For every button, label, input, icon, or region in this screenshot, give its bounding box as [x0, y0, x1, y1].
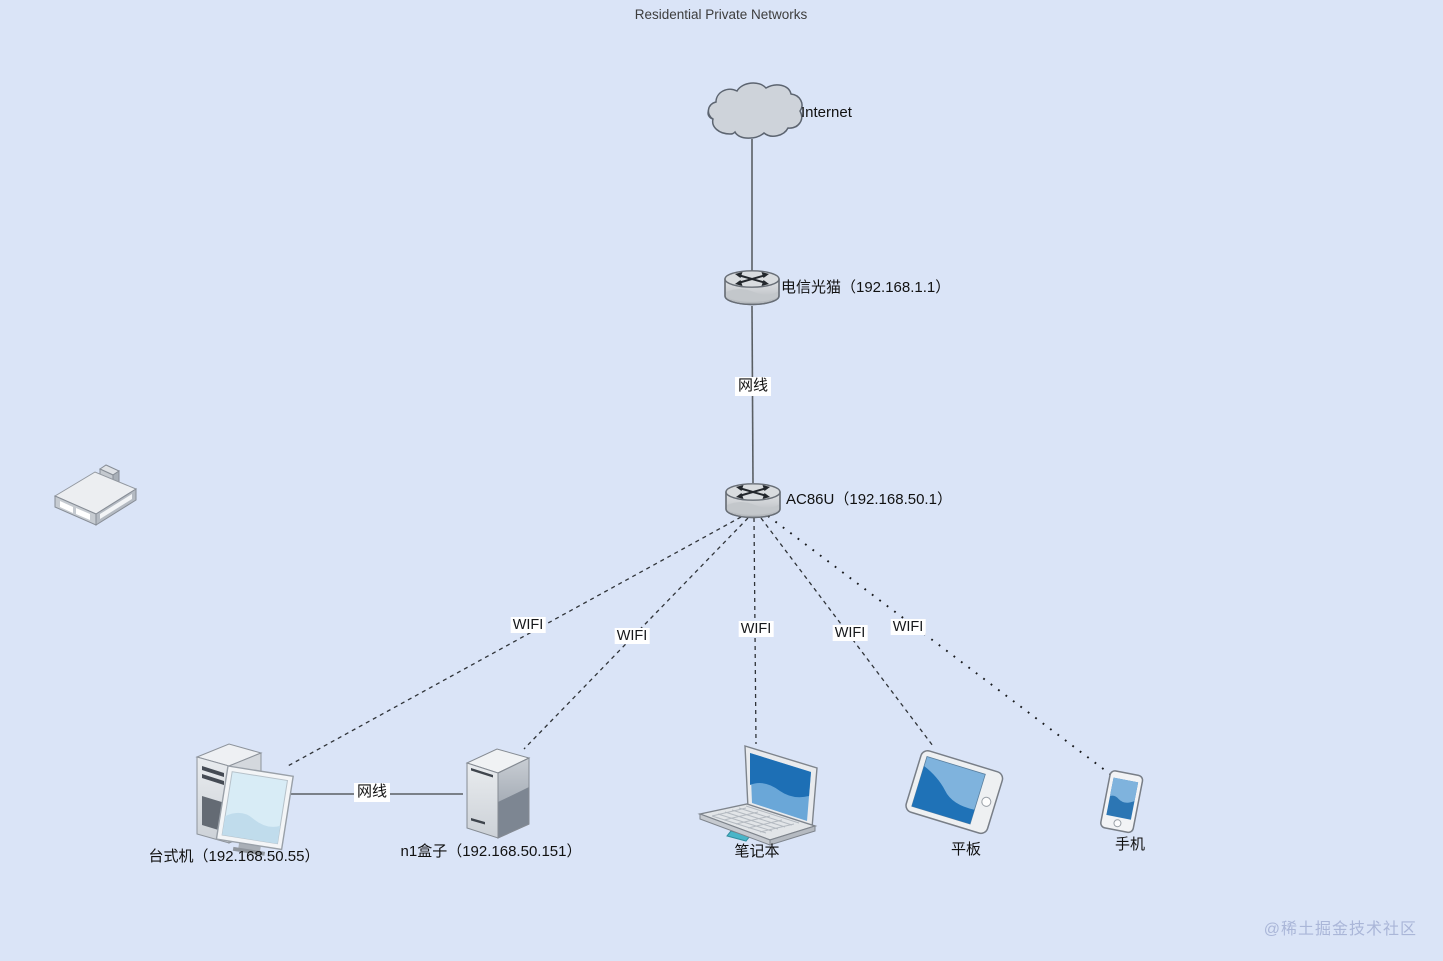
ac86u-router-icon: [725, 482, 781, 519]
edge-wifi-desktop: [285, 516, 742, 768]
wan-cable-label: 网线: [734, 377, 772, 396]
wifi-label-desktop: WIFI: [510, 617, 546, 633]
diagram-title: Residential Private Networks: [634, 7, 808, 22]
modem-router-icon: [724, 269, 780, 306]
phone-icon: [1100, 770, 1144, 834]
wifi-label-laptop: WIFI: [738, 621, 774, 637]
tablet-icon: [905, 749, 1004, 835]
phone-label: 手机: [1114, 836, 1146, 853]
edges: [285, 139, 1111, 795]
desktop-icon: [195, 743, 294, 856]
watermark: @稀土掘金技术社区: [1263, 921, 1417, 938]
desktop-label: 台式机（192.168.50.55）: [148, 848, 320, 865]
modem-label: 电信光猫（192.168.1.1）: [781, 279, 951, 296]
tablet-label: 平板: [950, 841, 982, 858]
n1box-label: n1盒子（192.168.50.151）: [400, 843, 582, 860]
internet-cloud-icon: [707, 82, 803, 139]
laptop-icon: [697, 745, 818, 846]
house-icon: [53, 464, 138, 526]
wifi-label-n1box: WIFI: [614, 628, 650, 644]
lan-cable-label: 网线: [353, 783, 391, 802]
laptop-label: 笔记本: [734, 843, 780, 860]
internet-label: Internet: [801, 104, 852, 121]
wifi-label-tablet: WIFI: [832, 625, 868, 641]
router-label: AC86U（192.168.50.1）: [786, 491, 952, 508]
n1box-icon: [465, 748, 531, 839]
edge-wifi-phone: [767, 515, 1111, 775]
wifi-label-phone: WIFI: [890, 619, 926, 635]
